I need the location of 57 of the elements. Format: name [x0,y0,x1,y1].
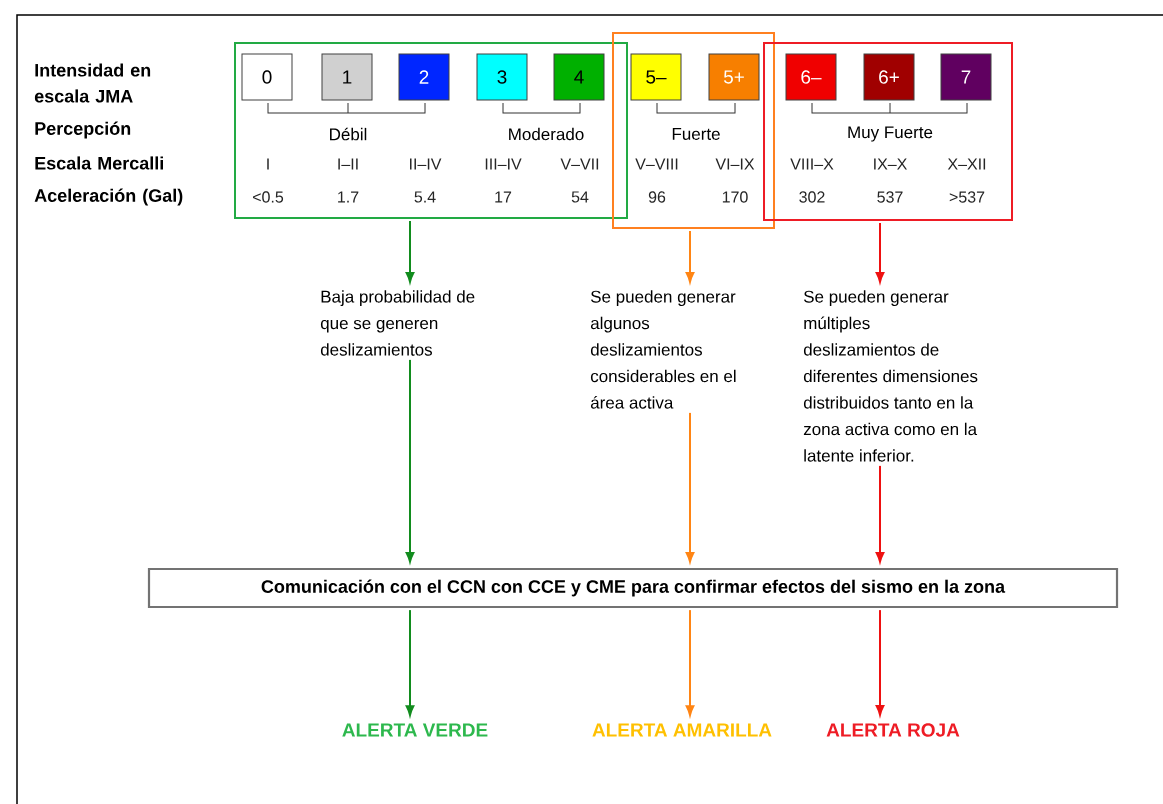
intensity-square: 5+ [708,53,760,101]
acceleration-value: <0.5 [253,191,284,203]
row-header: Percepción [35,121,131,139]
arrow [685,230,695,283]
category-label: Fuerte [672,128,720,140]
intensity-square: 1 [321,53,373,101]
acceleration-value: 5.4 [414,191,436,203]
scale-value: V–VIII [635,158,678,170]
intensity-square: 6+ [863,53,915,101]
scale-value: VIII–X [790,158,834,170]
arrow [405,358,415,563]
scale-value: X–XII [947,158,986,170]
acceleration-value: 537 [877,191,903,203]
scale-value: V–VII [560,158,599,170]
scale-value: I–II [338,158,358,170]
scale-value: IX–X [874,158,907,170]
acceleration-value: 96 [648,191,666,203]
acceleration-value: >537 [949,191,985,203]
scale-value: I [267,158,269,170]
description-text: Se pueden generar múltiples deslizamientos de diferentes dimensiones distribuidos tanto en la zona activa como en la latente inferior. [803,290,978,462]
acceleration-value: 170 [722,191,748,203]
process-box: Comunicación con el CCN con CCE y CME para confirmar efectos del sismo en la zona [147,567,1119,609]
intensity-square: 6– [785,53,837,101]
acceleration-value: 54 [571,191,589,203]
arrow [685,411,695,563]
intensity-square: 4 [553,53,605,101]
alert-label: ALERTA VERDE [342,723,488,737]
scale-value: II–IV [410,158,442,170]
scale-value: III–IV [485,158,522,170]
intensity-square: 2 [398,53,450,101]
arrow [405,220,415,283]
arrow [405,609,415,716]
description-text: Se pueden generar algunos deslizamientos considerables en el área activa [590,290,736,409]
group-frame [612,32,775,229]
intensity-square: 7 [940,53,992,101]
group-frame [234,42,628,219]
acceleration-value: 1.7 [338,191,359,203]
category-label: Moderado [509,127,584,141]
category-label: Débil [330,127,367,141]
alert-label: ALERTA ROJA [826,723,960,737]
intensity-square: 3 [476,53,528,101]
group-frame [763,42,1013,221]
row-header: Aceleración (Gal) [34,188,183,206]
category-label: Muy Fuerte [848,126,933,142]
intensity-square: 5– [630,53,682,101]
acceleration-value: 17 [495,191,512,203]
row-header: Intensidad en escala JMA [34,63,151,103]
row-header: Escala Mercalli [35,156,163,170]
description-text: Baja probabilidad de que se generen deslizamientos [320,290,475,356]
alert-label: ALERTA AMARILLA [592,723,772,737]
arrow [875,222,885,283]
intensity-square: 0 [241,53,293,101]
arrow [685,609,695,716]
arrow [875,609,885,716]
arrow [875,464,885,563]
acceleration-value: 302 [799,191,825,203]
scale-value: VI–IX [715,158,755,170]
